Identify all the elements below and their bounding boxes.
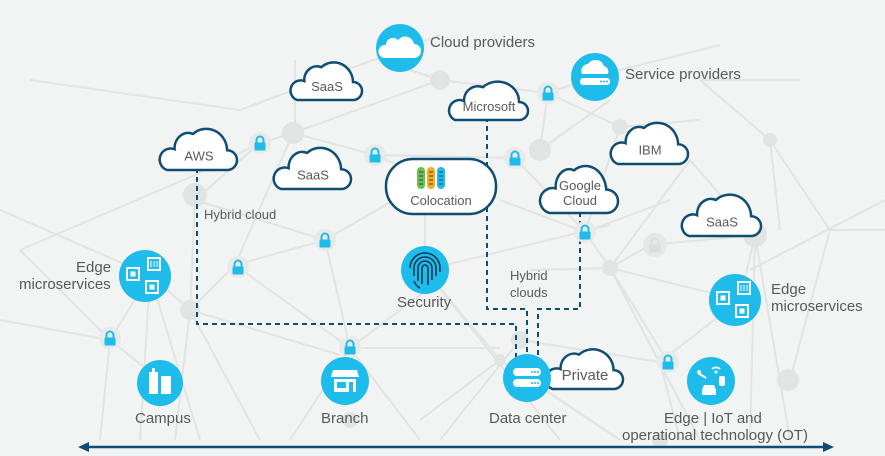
lock-icon (339, 336, 361, 358)
cloud-label: Google (559, 178, 601, 193)
server-rack-icon (417, 167, 425, 189)
cloud-colocation[interactable]: Colocation (384, 157, 498, 216)
cloud-shape (289, 61, 364, 102)
cloud-shape (538, 164, 620, 215)
cloud-label: Microsoft (463, 99, 516, 114)
server-rack-icon (437, 167, 445, 189)
service-providers-label: Service providers (625, 66, 741, 83)
range-arrow (78, 442, 834, 452)
cloud-icon (378, 36, 421, 58)
security-label: Security (397, 294, 452, 311)
hybrid-cloud-label: Hybrid cloud (204, 207, 277, 222)
lock-icon (574, 221, 596, 243)
lock-icon (227, 256, 249, 278)
branch-node[interactable] (321, 357, 369, 405)
server-rack-icon (427, 167, 435, 189)
cloud-shape (609, 121, 690, 166)
cloud-shape (158, 127, 239, 172)
cloud-label: SaaS (706, 214, 738, 229)
microservices-icon (126, 257, 161, 294)
data-center-label: Data center (489, 410, 567, 427)
lock-icon (99, 327, 121, 349)
cloud-microsoft[interactable]: Microsoft (447, 80, 530, 122)
lock-icon (364, 144, 386, 166)
cloud-providers-label: Cloud providers (430, 34, 536, 51)
server-icon (513, 368, 541, 387)
lock-icon (657, 351, 679, 373)
edge-right-label-2: microservices (771, 298, 863, 315)
cloud-saas-top[interactable]: SaaS (289, 61, 364, 102)
hybrid-clouds-label-2: clouds (510, 285, 548, 300)
microservices-icon (716, 281, 751, 318)
security-node[interactable] (401, 246, 449, 294)
campus-node[interactable] (137, 360, 183, 406)
iot-label-1: Edge | IoT and (664, 410, 762, 427)
edge-right-label-1: Edge (771, 281, 807, 298)
cloud-label: Colocation (410, 193, 471, 208)
cloud-saas-right[interactable]: SaaS (680, 193, 763, 238)
storefront-icon (331, 370, 359, 392)
cloud-aws[interactable]: AWS (158, 127, 239, 172)
lock-icon (504, 147, 526, 169)
cloud-saas-mid[interactable]: SaaS (272, 146, 353, 191)
cloud-private[interactable]: Private (544, 348, 625, 391)
cloud-label: SaaS (311, 79, 343, 94)
iot-label-2: operational technology (OT) (622, 427, 808, 444)
buildings-icon (149, 368, 171, 394)
cloud-label: IBM (638, 142, 661, 157)
cloud-providers-node[interactable] (376, 24, 424, 72)
lock-icon (249, 132, 271, 154)
data-center-node[interactable] (503, 354, 551, 402)
cloud-shape (680, 193, 763, 238)
iot-node[interactable] (687, 357, 735, 405)
edge-left-label-2: microservices (19, 276, 111, 293)
cloud-label: Private (562, 367, 609, 384)
cloud-label: AWS (184, 148, 213, 163)
lock-icon (314, 229, 336, 251)
hybrid-connection-lines (196, 117, 581, 360)
campus-label: Campus (135, 410, 191, 427)
cloud-ibm[interactable]: IBM (609, 121, 690, 166)
branch-label: Branch (321, 410, 369, 427)
hybrid-clouds-label-1: Hybrid (510, 268, 548, 283)
edge-microservices-right-node[interactable] (709, 274, 761, 326)
edge-left-label-1: Edge (76, 259, 112, 276)
lock-icon (537, 82, 559, 104)
cloud-label: Cloud (563, 193, 597, 208)
service-providers-node[interactable] (571, 53, 619, 101)
cloud-shape (447, 80, 530, 122)
fingerprint-icon (409, 252, 441, 289)
lock-icon (643, 233, 667, 257)
edge-microservices-left-node[interactable] (119, 250, 171, 302)
iot-icon (697, 366, 725, 395)
cloud-shape (272, 146, 353, 191)
cloud-server-icon (581, 59, 609, 74)
cloud-label: SaaS (297, 167, 329, 182)
